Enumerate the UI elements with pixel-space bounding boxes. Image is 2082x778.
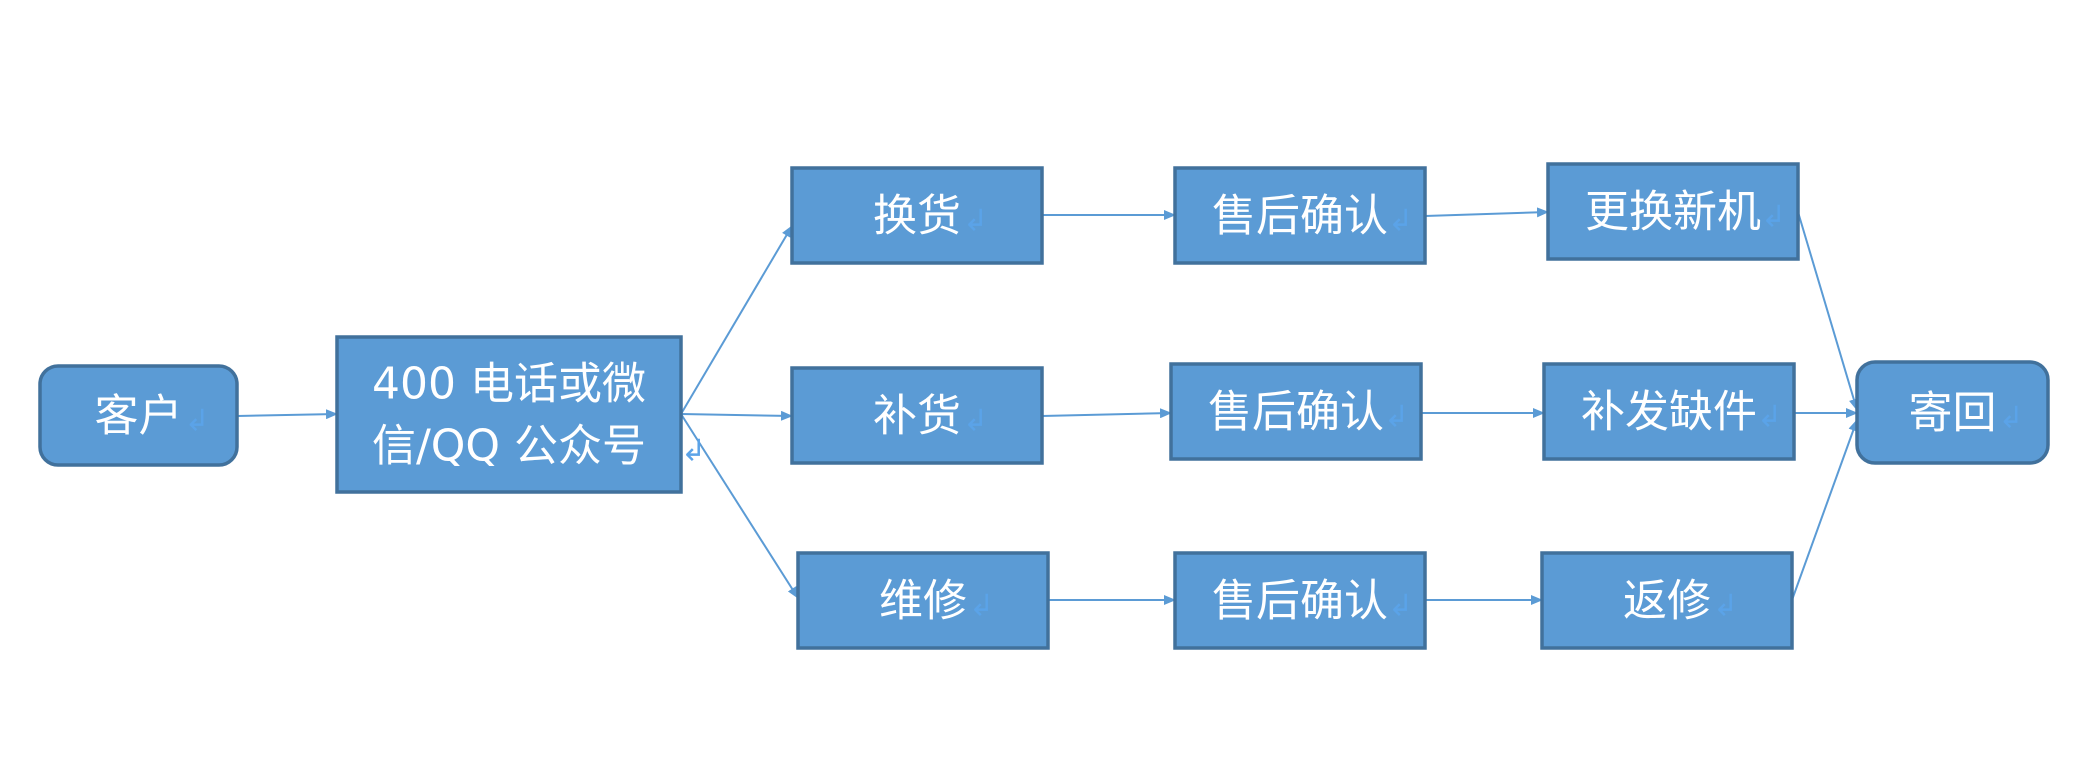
edge-customer-to-contact bbox=[236, 409, 338, 420]
paragraph-mark-icon: ↲ bbox=[1384, 400, 1409, 435]
node-label-confirm-1-0: 售后确认 bbox=[1212, 191, 1388, 242]
paragraph-mark-icon: ↲ bbox=[963, 204, 988, 239]
node-box-exchange bbox=[790, 166, 1044, 265]
paragraph-mark-icon: ↲ bbox=[1388, 589, 1413, 624]
node-box-contact bbox=[335, 335, 683, 494]
node-box-confirm-3 bbox=[1173, 551, 1427, 650]
paragraph-mark-icon: ↲ bbox=[1388, 204, 1413, 239]
paragraph-mark-icon: ↲ bbox=[681, 434, 706, 469]
node-return-repair: 返修↲ bbox=[1540, 551, 1794, 650]
node-label-customer-0: 客户 bbox=[95, 391, 183, 442]
node-box-repair bbox=[796, 551, 1050, 650]
node-box-return-repair bbox=[1540, 551, 1794, 650]
node-exchange: 换货↲ bbox=[790, 166, 1044, 265]
paragraph-mark-icon: ↲ bbox=[963, 404, 988, 439]
node-box-customer bbox=[38, 364, 239, 467]
edges-layer bbox=[236, 207, 1859, 605]
node-repair: 维修↲ bbox=[796, 551, 1050, 650]
node-label-return-repair-0: 返修 bbox=[1623, 576, 1711, 627]
node-label-repair-0: 维修 bbox=[879, 576, 967, 627]
node-label-contact-1: 信/QQ 公众号 bbox=[372, 421, 646, 472]
paragraph-mark-icon: ↲ bbox=[1757, 400, 1782, 435]
paragraph-mark-icon: ↲ bbox=[185, 404, 210, 439]
node-box-confirm-1 bbox=[1173, 166, 1427, 265]
node-replace-new: 更换新机↲ bbox=[1546, 162, 1800, 261]
node-box-replace-new bbox=[1546, 162, 1800, 261]
node-resend-parts: 补发缺件↲ bbox=[1542, 362, 1796, 461]
node-label-send-back-0: 寄回 bbox=[1909, 388, 1997, 439]
edge-return-repair-to-send-back bbox=[1791, 419, 1858, 601]
paragraph-mark-icon: ↲ bbox=[1999, 401, 2024, 436]
node-label-replenish-0: 补货 bbox=[873, 391, 961, 442]
node-box-replenish bbox=[790, 366, 1044, 465]
node-customer: 客户↲ bbox=[38, 364, 239, 467]
edge-confirm-1-to-replace-new bbox=[1424, 207, 1549, 218]
node-box-resend-parts bbox=[1542, 362, 1796, 461]
edge-contact-to-exchange bbox=[680, 225, 793, 415]
node-replenish: 补货↲ bbox=[790, 366, 1044, 465]
edge-replace-new-to-send-back bbox=[1797, 211, 1859, 411]
node-label-contact-0: 400 电话或微 bbox=[372, 359, 646, 410]
node-box-send-back bbox=[1855, 360, 2050, 465]
paragraph-mark-icon: ↲ bbox=[1761, 200, 1786, 235]
node-box-confirm-2 bbox=[1169, 362, 1423, 461]
node-confirm-2: 售后确认↲ bbox=[1169, 362, 1423, 461]
node-confirm-3: 售后确认↲ bbox=[1173, 551, 1427, 650]
node-label-exchange-0: 换货 bbox=[873, 191, 961, 242]
paragraph-mark-icon: ↲ bbox=[1713, 589, 1738, 624]
node-send-back: 寄回↲ bbox=[1855, 360, 2050, 465]
edge-contact-to-replenish bbox=[680, 410, 793, 421]
edge-replenish-to-confirm-2 bbox=[1041, 408, 1172, 419]
node-label-resend-parts-0: 补发缺件 bbox=[1581, 387, 1757, 438]
node-confirm-1: 售后确认↲ bbox=[1173, 166, 1427, 265]
node-label-confirm-2-0: 售后确认 bbox=[1208, 387, 1384, 438]
edge-contact-to-repair bbox=[680, 413, 799, 599]
paragraph-mark-icon: ↲ bbox=[969, 589, 994, 624]
node-label-confirm-3-0: 售后确认 bbox=[1212, 576, 1388, 627]
node-label-replace-new-0: 更换新机 bbox=[1585, 187, 1761, 238]
